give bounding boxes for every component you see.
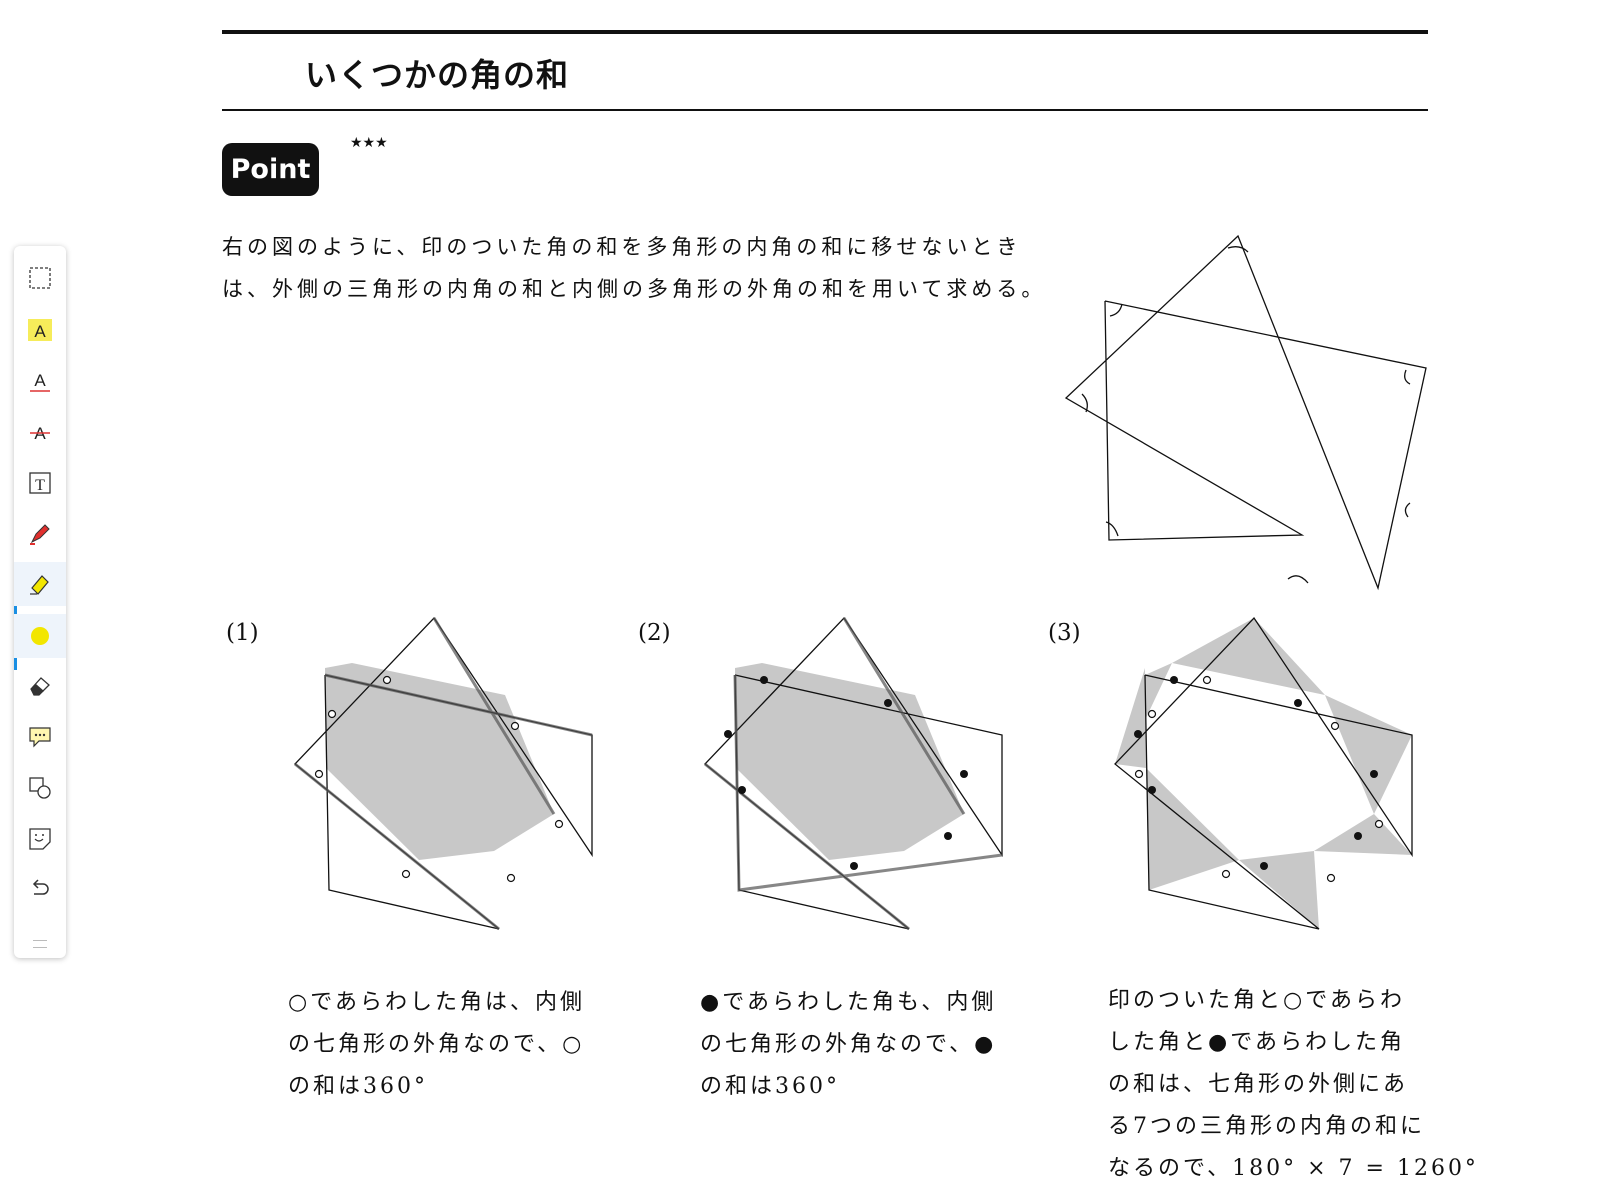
difficulty-stars: ★★★	[350, 135, 388, 151]
text-box-icon[interactable]: T	[14, 461, 66, 505]
annotation-toolbar: A A A T	[14, 246, 66, 958]
figure-2-diagram	[704, 616, 1003, 931]
select-rect-icon[interactable]	[14, 256, 66, 300]
figure-2-label: (2)	[638, 620, 671, 646]
svg-text:A: A	[34, 371, 46, 390]
comment-icon[interactable]	[14, 715, 66, 759]
color-dot-icon[interactable]	[14, 614, 66, 658]
caption-line: の和は360°	[288, 1074, 428, 1099]
header-bottom-rule	[222, 109, 1428, 111]
caption-line: した角と●であらわした角	[1108, 1030, 1405, 1055]
figure-1-label: (1)	[226, 620, 259, 646]
highlight-text-icon[interactable]: A	[14, 308, 66, 352]
undo-icon[interactable]	[14, 868, 66, 912]
caption-line: の和は360°	[700, 1074, 840, 1099]
page-title: いくつかの角の和	[305, 56, 570, 94]
intro-line-1: 右の図のように、印のついた角の和を多角形の内角の和に移せないとき	[222, 235, 1022, 259]
intro-text: 右の図のように、印のついた角の和を多角形の内角の和に移せないとき は、外側の三角…	[222, 226, 1062, 310]
pen-icon[interactable]	[14, 512, 66, 556]
svg-text:A: A	[34, 322, 46, 341]
inner-heptagon-shaded	[325, 663, 554, 860]
caption-line: ○であらわした角は、内側	[288, 990, 585, 1015]
eraser-icon[interactable]	[14, 664, 66, 708]
caption-line: 印のついた角と○であらわ	[1108, 988, 1405, 1013]
inner-heptagon-shaded	[735, 663, 964, 860]
point-badge: Point	[222, 143, 319, 196]
caption-line: の和は、七角形の外側にあ	[1108, 1072, 1409, 1097]
figure-2-caption: ●であらわした角も、内側 の七角形の外角なので、● の和は360°	[700, 982, 996, 1108]
caption-line: ●であらわした角も、内側	[700, 990, 997, 1015]
highlighter-icon[interactable]	[14, 562, 66, 606]
figure-3-label: (3)	[1048, 620, 1081, 646]
figure-3-caption: 印のついた角と○であらわ した角と●であらわした角 の和は、七角形の外側にあ る…	[1108, 980, 1479, 1190]
svg-text:T: T	[35, 477, 45, 494]
caption-line: なるので、180° × 7 = 1260°	[1108, 1156, 1479, 1181]
sticker-icon[interactable]	[14, 817, 66, 861]
figure-1-caption: ○であらわした角は、内側 の七角形の外角なので、○ の和は360°	[288, 982, 585, 1108]
toolbar-drag-handle[interactable]	[33, 940, 47, 948]
caption-line: の七角形の外角なので、●	[700, 1032, 997, 1057]
outer-triangles-shaded	[1115, 618, 1412, 929]
caption-line: る7つの三角形の内角の和に	[1108, 1114, 1425, 1139]
caption-line: の七角形の外角なので、○	[288, 1032, 585, 1057]
main-star-figure	[1064, 234, 1427, 591]
figure-3-diagram	[1114, 616, 1413, 930]
underline-text-icon[interactable]: A	[14, 359, 66, 403]
intro-line-2: は、外側の三角形の内角の和と内側の多角形の外角の和を用いて求める。	[222, 277, 1047, 301]
strikethrough-text-icon[interactable]: A	[14, 410, 66, 454]
figure-1-diagram	[294, 616, 593, 931]
header-top-rule	[222, 30, 1428, 34]
shape-icon[interactable]	[14, 766, 66, 810]
